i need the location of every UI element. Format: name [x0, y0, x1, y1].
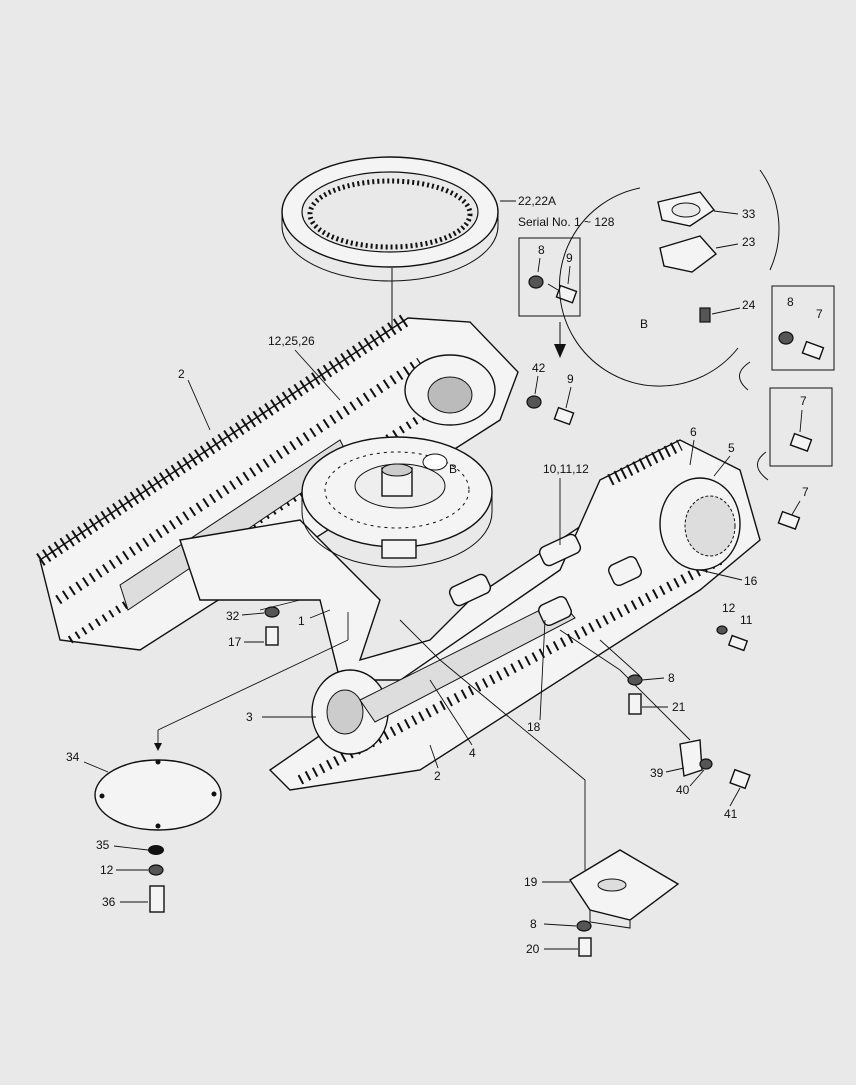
washer [528, 275, 544, 289]
callout-24: 24 [742, 298, 756, 312]
right-crawler-track [268, 439, 761, 791]
bolt-washer-box-right [771, 285, 835, 371]
callout-8: 8 [538, 243, 545, 257]
callout-39: 39 [650, 766, 664, 780]
washer [778, 331, 794, 345]
callout-7: 7 [816, 307, 823, 321]
callout-12-25-26: 12,25,26 [268, 334, 315, 348]
washer [148, 845, 164, 855]
callout-3: 3 [246, 710, 253, 724]
bolt [777, 510, 801, 530]
view-label-b: B [640, 317, 648, 331]
bracket [679, 739, 703, 777]
washer [699, 758, 713, 770]
bolt [553, 406, 575, 426]
callout-32: 32 [226, 609, 240, 623]
bolt-washer-box [518, 237, 581, 317]
arrow-down [554, 344, 566, 358]
callout-9: 9 [566, 251, 573, 265]
callout-12: 12 [722, 601, 736, 615]
washer [627, 674, 643, 686]
callout-33: 33 [742, 207, 756, 221]
callout-16: 16 [744, 574, 758, 588]
callout-40: 40 [676, 783, 690, 797]
callout-18: 18 [527, 720, 541, 734]
callout-17: 17 [228, 635, 242, 649]
bolt [149, 885, 165, 913]
callout-8b: 8 [787, 295, 794, 309]
callout-11: 11 [740, 613, 753, 627]
callout-41: 41 [724, 807, 738, 821]
callout-4: 4 [469, 746, 476, 760]
callout-19: 19 [524, 875, 538, 889]
callout-9b: 9 [567, 372, 574, 386]
swing-bearing-ring [281, 156, 499, 282]
callout-8c: 8 [668, 671, 675, 685]
bolt-box [769, 387, 833, 467]
callout-10-11-12: 10,11,12 [543, 462, 589, 476]
callout-2b: 2 [434, 769, 441, 783]
bolt [578, 937, 592, 957]
callout-22: 22,22A [518, 194, 556, 208]
callout-21: 21 [672, 700, 686, 714]
callout-12b: 12 [100, 863, 114, 877]
washer [526, 395, 542, 409]
track-guard-bracket [569, 849, 680, 929]
washer [716, 625, 728, 635]
callout-34: 34 [66, 750, 80, 764]
washer [576, 920, 592, 932]
bolt [729, 768, 751, 790]
callout-6: 6 [690, 425, 697, 439]
callout-42: 42 [532, 361, 546, 375]
callout-23: 23 [742, 235, 756, 249]
bolt [801, 340, 825, 360]
callout-7b: 7 [800, 394, 807, 408]
callout-35: 35 [96, 838, 110, 852]
washer [148, 864, 164, 876]
washer [264, 606, 280, 618]
left-crawler-track [36, 312, 519, 651]
callout-20: 20 [526, 942, 540, 956]
callout-36: 36 [102, 895, 116, 909]
detail-label-b: B [449, 462, 457, 476]
callout-8d: 8 [530, 917, 537, 931]
callout-5: 5 [728, 441, 735, 455]
bolt [547, 283, 578, 304]
cover-plate [94, 759, 222, 831]
bolt [265, 626, 279, 646]
serial-number-note: Serial No. 1 ~ 128 [518, 215, 615, 229]
callout-2: 2 [178, 367, 185, 381]
callout-1: 1 [298, 614, 305, 628]
callout-7c: 7 [802, 485, 809, 499]
bolt [727, 634, 749, 652]
detail-circle-b [558, 169, 780, 387]
bolt [789, 432, 813, 452]
bolt [628, 693, 642, 715]
